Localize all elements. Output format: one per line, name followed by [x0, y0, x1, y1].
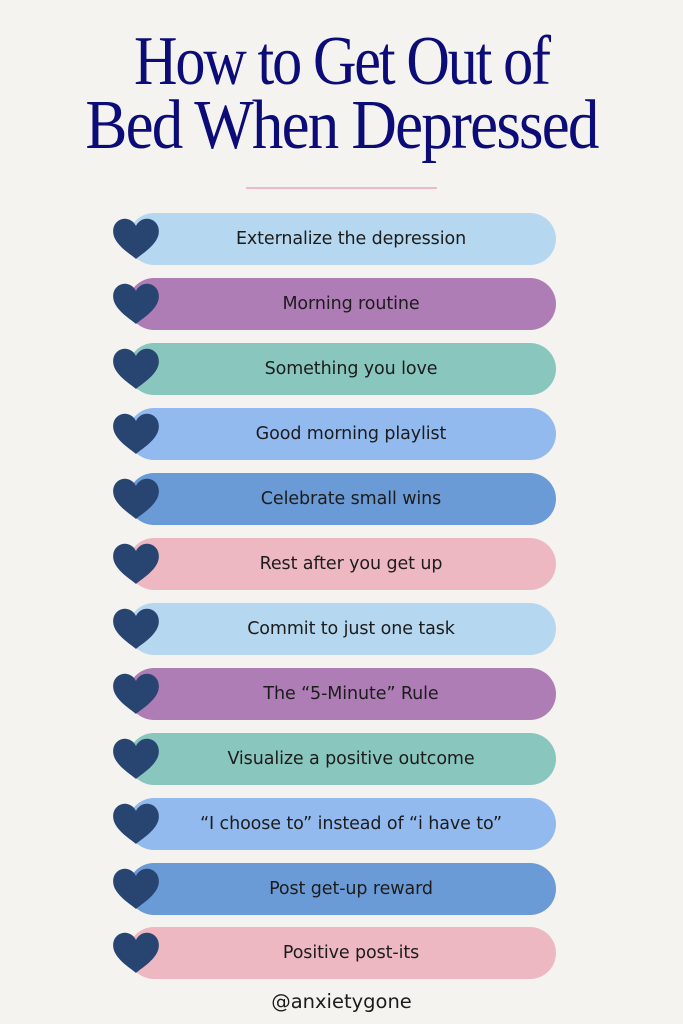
tip-label: Positive post-its — [282, 943, 420, 963]
heart-icon — [112, 868, 160, 910]
title-line-2: Bed When Depressed — [85, 87, 599, 164]
heart-icon — [112, 608, 160, 650]
heart-icon — [112, 413, 160, 455]
tip-pill: The “5-Minute” Rule — [128, 668, 556, 720]
page-title: How to Get Out of Bed When Depressed — [0, 23, 683, 164]
list-item: Post get-up reward — [112, 863, 556, 915]
list-item: Positive post-its — [112, 927, 556, 979]
list-item: Externalize the depression — [112, 213, 556, 265]
tip-label: Post get-up reward — [269, 879, 433, 899]
list-item: Visualize a positive outcome — [112, 733, 556, 785]
tip-pill: Positive post-its — [128, 927, 556, 979]
tip-pill: Celebrate small wins — [128, 473, 556, 525]
heart-icon — [112, 218, 160, 260]
heart-icon — [112, 478, 160, 520]
list-item: Rest after you get up — [112, 538, 556, 590]
tip-pill: Something you love — [128, 343, 556, 395]
list-item: Celebrate small wins — [112, 473, 556, 525]
tip-label: Rest after you get up — [259, 554, 443, 574]
heart-icon — [112, 803, 160, 845]
tip-label: Morning routine — [282, 294, 420, 314]
social-handle: @anxietygone — [271, 990, 412, 1013]
heart-icon — [112, 932, 160, 974]
tip-label: Visualize a positive outcome — [227, 749, 475, 769]
heart-icon — [112, 283, 160, 325]
tip-pill: Good morning playlist — [128, 408, 556, 460]
tip-label: The “5-Minute” Rule — [263, 684, 439, 704]
tip-label: Commit to just one task — [247, 619, 455, 639]
tip-label: Something you love — [264, 359, 438, 379]
tip-pill: Visualize a positive outcome — [128, 733, 556, 785]
title-line-1: How to Get Out of — [134, 23, 551, 100]
heart-icon — [112, 543, 160, 585]
tip-label: Good morning playlist — [255, 424, 447, 444]
list-item: Good morning playlist — [112, 408, 556, 460]
list-item: Morning routine — [112, 278, 556, 330]
list-item: Something you love — [112, 343, 556, 395]
tip-pill: Externalize the depression — [128, 213, 556, 265]
list-item: “I choose to” instead of “i have to” — [112, 798, 556, 850]
tip-pill: Morning routine — [128, 278, 556, 330]
list-item: Commit to just one task — [112, 603, 556, 655]
tip-label: Externalize the depression — [235, 229, 467, 249]
tip-pill: Rest after you get up — [128, 538, 556, 590]
heart-icon — [112, 348, 160, 390]
heart-icon — [112, 673, 160, 715]
tip-pill: Commit to just one task — [128, 603, 556, 655]
tip-label: “I choose to” instead of “i have to” — [200, 814, 502, 834]
tip-pill: “I choose to” instead of “i have to” — [128, 798, 556, 850]
list-item: The “5-Minute” Rule — [112, 668, 556, 720]
title-divider — [246, 187, 437, 189]
tip-label: Celebrate small wins — [260, 489, 442, 509]
heart-icon — [112, 738, 160, 780]
tip-pill: Post get-up reward — [128, 863, 556, 915]
